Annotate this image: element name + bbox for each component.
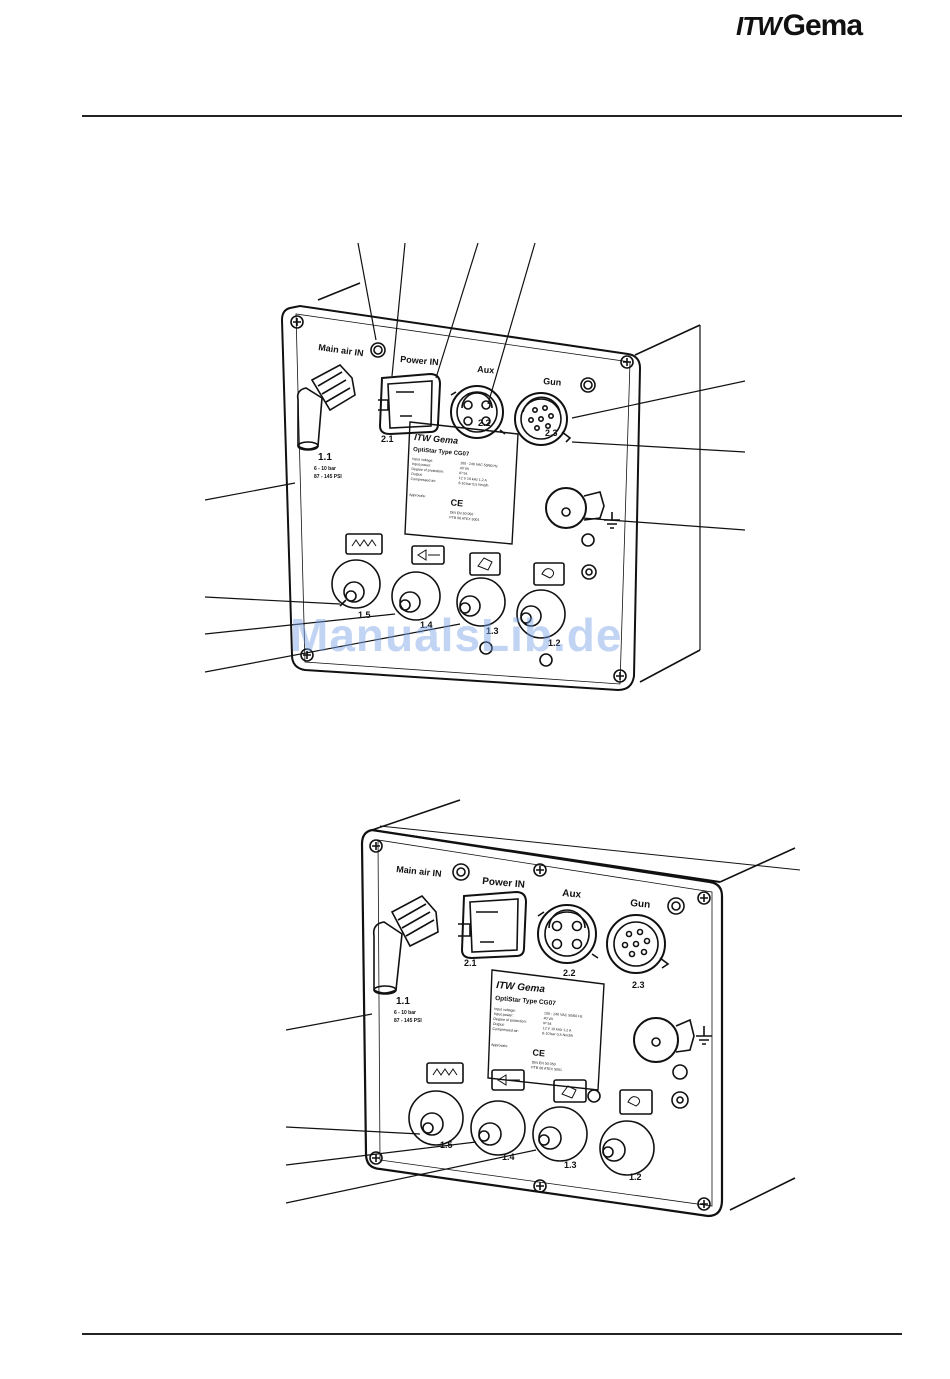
nameplate-val-4: 12 V 10 kHz 1,2 A [459, 476, 488, 482]
nameplate-val-5: 6-10 bar 0,5 Nm3/h [458, 481, 488, 488]
watermark: ManualsLib.de [290, 609, 623, 661]
fig2-port-1-1-range-bar: 6 - 10 bar [394, 1010, 416, 1016]
port-2-1: 2.1 [381, 434, 394, 444]
nameplate-row-1: Input voltage: [412, 457, 433, 463]
fig2-nameplate-val-1: 100 - 240 VAC 50/60 Hz [544, 1011, 583, 1018]
nameplate-row-4: Output: [411, 472, 423, 477]
nameplate-val-1: 100 - 240 VAC 50/60 Hz [460, 461, 498, 468]
fig2-port-1-2: 1.2 [629, 1172, 642, 1182]
fig2-nameplate-row-5: Compressed air: [492, 1027, 519, 1033]
nameplate-row-5: Compressed air: [410, 477, 436, 483]
nameplate-ce: CE [450, 497, 463, 508]
port-2-2: 2.2 [478, 418, 491, 428]
nameplate-val-2: 40 VA [460, 466, 470, 471]
fig2-nameplate-row-1: Input voltage: [494, 1007, 516, 1013]
fig2-nameplate-brand: ITW Gema [496, 980, 546, 995]
nameplate-val-3: IP 54 [459, 471, 467, 476]
fig2-port-1-1-range-psi: 87 - 145 PSI [394, 1018, 422, 1024]
fig2-port-1-4: 1.4 [502, 1152, 515, 1162]
fig2-port-2-2: 2.2 [563, 968, 576, 978]
brand-logo: ITW Gema [736, 8, 906, 44]
fig2-nameplate-cert-2: PTB 06 ATEX 5001 [531, 1065, 562, 1072]
fig2-nameplate-val-2: 40 VA [543, 1016, 553, 1021]
fig2-port-1-3: 1.3 [564, 1160, 577, 1170]
footer-rule [82, 1333, 902, 1335]
main-air-label: Main air IN [318, 342, 364, 358]
fig2-nameplate-approvals: Approvals: [491, 1043, 508, 1048]
fig2-nameplate-val-5: 6-10 bar 0,5 Nm3/h [542, 1031, 573, 1038]
fig2-port-1-5: 1.5 [440, 1140, 453, 1150]
nameplate-cert-1: DIN EN 50 050 [450, 510, 474, 516]
fig2-power-in-label: Power IN [482, 876, 526, 891]
brand-prefix: ITW [736, 10, 782, 41]
fig2-nameplate-val-3: IP 54 [543, 1021, 552, 1026]
header-rule [82, 115, 902, 117]
nameplate-row-2: Input power: [412, 462, 432, 468]
fig2-nameplate-row-4: Output: [493, 1022, 505, 1027]
fig2-aux-label: Aux [562, 888, 582, 901]
fig2-nameplate-title: OptiStar Type CG07 [495, 995, 557, 1007]
fig2-nameplate-cert-1: DIN EN 50 050 [531, 1060, 555, 1066]
aux-label: Aux [477, 364, 495, 375]
nameplate-approvals: Approvals: [409, 493, 426, 498]
figure-2-rear-panel: Main air IN Power IN Aux Gun 1.1 6 - 10 … [285, 799, 801, 1218]
fig2-port-2-1: 2.1 [464, 958, 477, 968]
port-1-2: 1.2 [548, 638, 561, 648]
port-2-3: 2.3 [545, 428, 558, 438]
fig2-nameplate-val-4: 12 V 10 kHz 1,2 A [542, 1026, 572, 1033]
nameplate-row-3: Degree of protection: [411, 467, 444, 474]
gun-label: Gun [543, 376, 562, 388]
power-in-label: Power IN [400, 354, 439, 367]
nameplate-cert-2: PTB 06 ATEX 5001 [449, 515, 479, 522]
fig2-nameplate-ce: CE [532, 1047, 545, 1058]
port-1-1-range-psi: 87 - 145 PSI [314, 474, 342, 480]
fig2-port-2-3: 2.3 [632, 980, 645, 990]
port-1-1-range-bar: 6 - 10 bar [314, 466, 336, 472]
fig2-gun-label: Gun [630, 898, 651, 911]
nameplate-brand: ITW Gema [414, 432, 459, 446]
port-1-5: 1.5 [358, 610, 371, 620]
figure-1-rear-panel: Main air IN Power IN Aux Gun 1.1 6 - 10 … [204, 242, 746, 692]
brand-name: Gema [782, 9, 863, 42]
port-1-1: 1.1 [318, 452, 332, 463]
fig2-port-1-1: 1.1 [396, 996, 410, 1007]
port-1-3: 1.3 [486, 626, 499, 636]
fig2-main-air-label: Main air IN [396, 864, 442, 879]
fig2-nameplate-row-3: Degree of protection: [493, 1017, 527, 1024]
port-1-4: 1.4 [420, 620, 433, 630]
nameplate-title: OptiStar Type CG07 [413, 447, 470, 458]
fig2-nameplate-row-2: Input power: [494, 1012, 514, 1018]
